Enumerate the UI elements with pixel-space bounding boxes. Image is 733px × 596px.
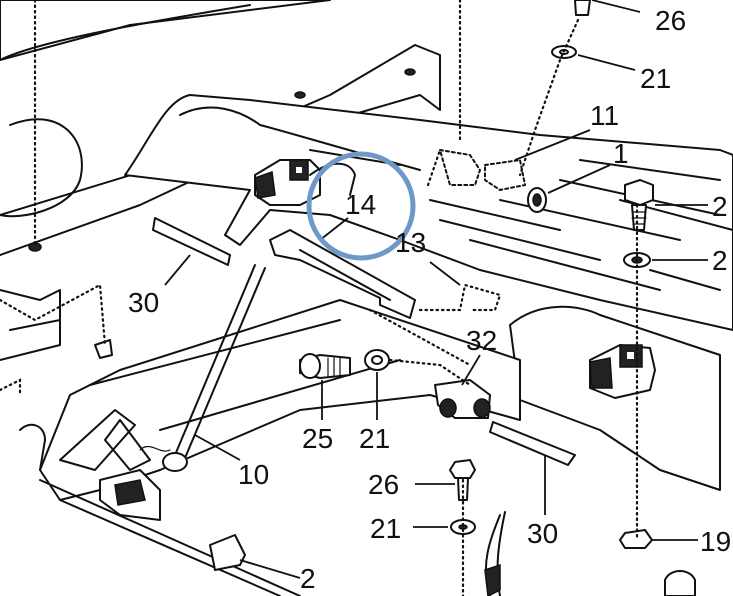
callout-19: 19 <box>700 526 731 557</box>
slide-plate-30-left <box>152 217 231 266</box>
cap-bottom-right <box>664 570 696 596</box>
callout-21-mid: 21 <box>359 423 390 454</box>
callout-30-right: 30 <box>527 518 558 549</box>
leader-lines <box>164 0 708 579</box>
bolt-26-top <box>574 0 591 16</box>
callout-2-right-b: 2 <box>712 245 728 276</box>
highlight-circle <box>306 151 416 261</box>
latch-assembly <box>59 409 171 521</box>
clip-2-bottom <box>209 534 246 571</box>
bracket-32 <box>434 379 491 419</box>
callout-32: 32 <box>466 325 497 356</box>
callout-2-right-a: 2 <box>712 191 728 222</box>
callout-26-bottom: 26 <box>368 469 399 500</box>
callout-1: 1 <box>613 138 629 169</box>
callout-13: 13 <box>395 227 426 258</box>
lever-handle-14 <box>269 162 416 319</box>
mounting-bracket <box>124 94 733 331</box>
callout-21-bottom: 21 <box>370 513 401 544</box>
callout-11: 11 <box>590 100 619 131</box>
nut-11 <box>439 149 526 191</box>
callout-2-bottom: 2 <box>300 563 316 594</box>
spring-hook <box>484 511 506 596</box>
callout-26-top: 26 <box>655 5 686 36</box>
bolt-2-right <box>624 179 654 231</box>
callout-10: 10 <box>238 459 269 490</box>
callout-25: 25 <box>302 423 333 454</box>
callout-21-top: 21 <box>640 63 671 94</box>
callout-labels: 26 21 11 1 2 2 14 13 30 32 25 21 10 26 2… <box>128 5 731 594</box>
link-rod-10 <box>162 264 266 472</box>
nut-19 <box>619 529 653 549</box>
slide-plate-30-right <box>489 421 576 466</box>
spacer-1 <box>527 187 547 213</box>
bolt-25 <box>299 353 351 379</box>
bolt-26-bottom <box>449 459 476 501</box>
callout-14: 14 <box>345 189 376 220</box>
callout-30-left: 30 <box>128 287 159 318</box>
assembly-lines <box>0 0 639 596</box>
rubber-mount-left <box>254 159 321 206</box>
rubber-mount-right <box>509 305 721 491</box>
washer-21-mid <box>364 349 390 371</box>
